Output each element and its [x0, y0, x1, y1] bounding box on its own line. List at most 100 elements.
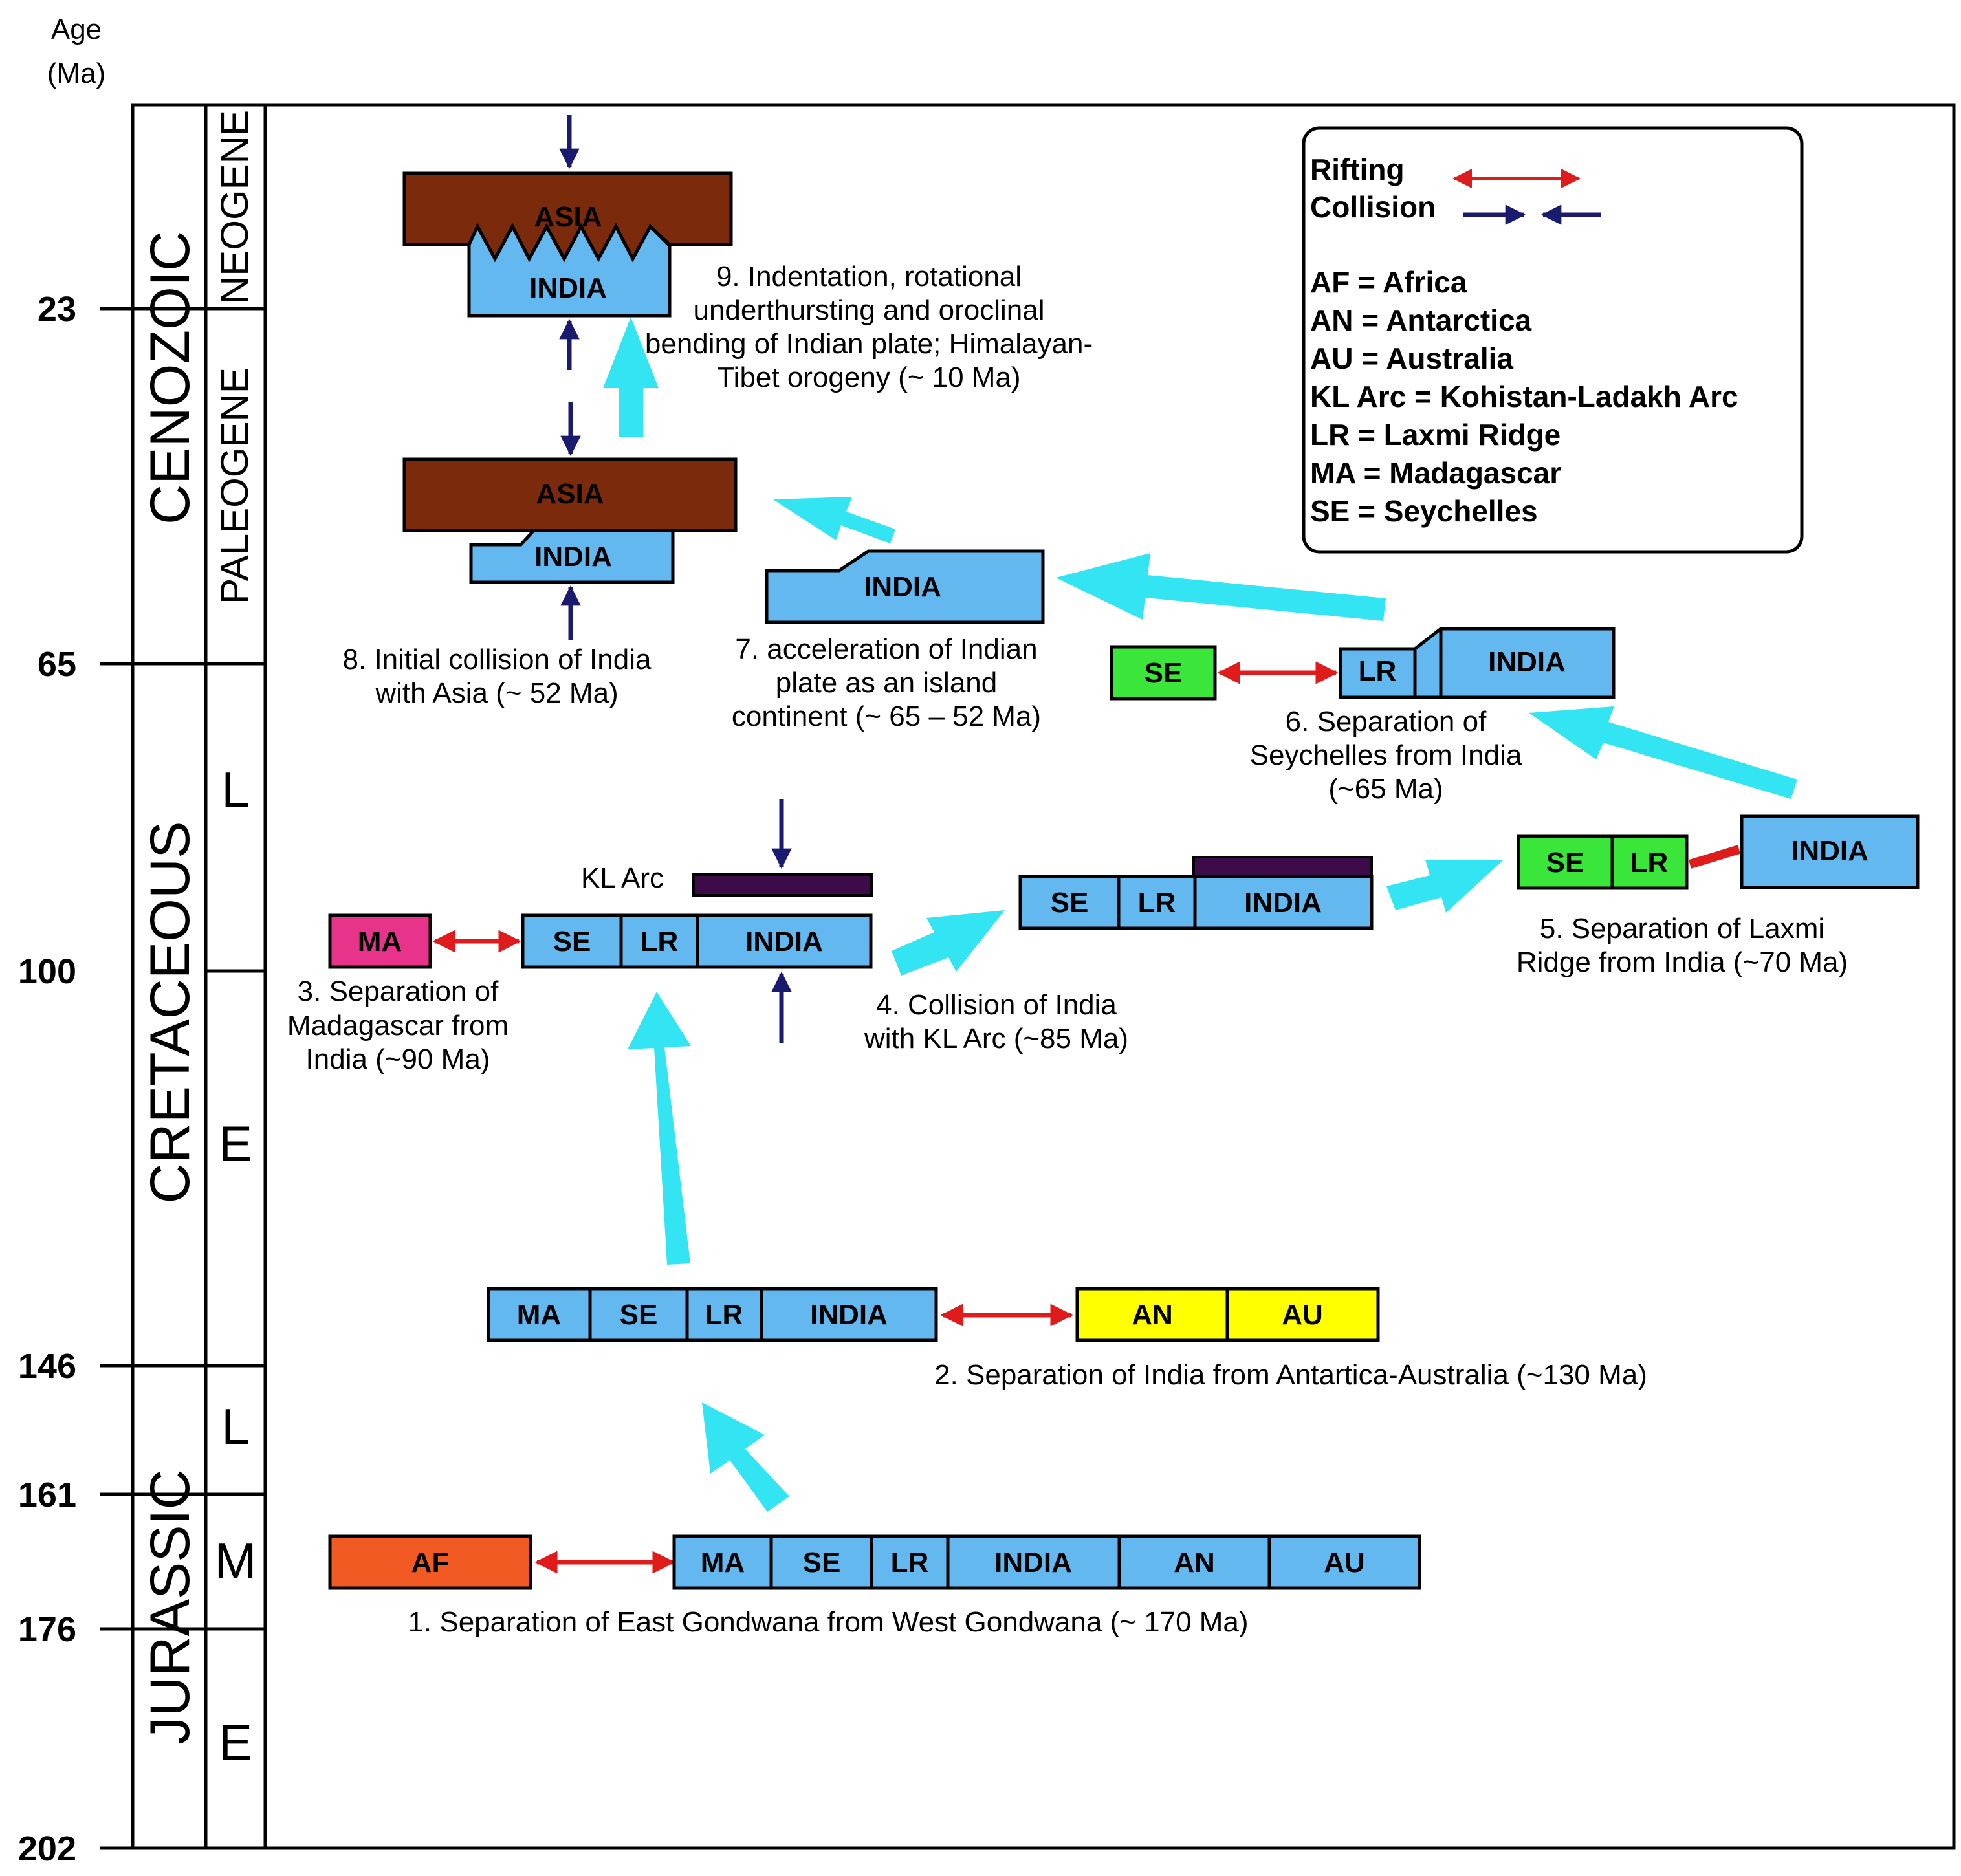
- stage-6: SE LR INDIA 6. Separation of Seychelles …: [1110, 627, 1616, 805]
- block-india: [760, 1287, 938, 1342]
- block-india: [469, 529, 675, 584]
- block-lr: [685, 1287, 763, 1342]
- stage-4: SE LR INDIA 4. Collision of India with K…: [864, 856, 1374, 1054]
- block-label-lr: LR: [1359, 655, 1397, 687]
- block-label-an: AN: [1132, 1299, 1173, 1331]
- stage-2: MA SE LR INDIA AN AU 2. Separation of In…: [487, 1287, 1647, 1391]
- caption-stage-6: 6. Separation of: [1286, 706, 1487, 737]
- caption-stage-8: with Asia (~ 52 Ma): [375, 677, 618, 709]
- block-label-se: SE: [1051, 887, 1089, 919]
- block-label-se: SE: [1546, 847, 1584, 878]
- flow-arrow-6-to-7: [1056, 553, 1386, 621]
- period-paleogene: PALEOGENE: [213, 367, 256, 604]
- block-india: [1193, 875, 1374, 930]
- block-au: [1267, 1534, 1421, 1590]
- flow-arrow-1-to-2: [702, 1402, 789, 1512]
- legend-entry: AU = Australia: [1310, 342, 1513, 375]
- caption-stage-9: 9. Indentation, rotational: [716, 261, 1022, 292]
- caption-stage-3: 3. Separation of: [298, 976, 499, 1007]
- block-label-af: AF: [411, 1547, 450, 1578]
- block-label-se: SE: [553, 926, 591, 957]
- caption-stage-7: plate as an island: [776, 667, 997, 699]
- caption-stage-9: Tibet orogeny (~ 10 Ma): [717, 362, 1020, 393]
- caption-stage-7: continent (~ 65 – 52 Ma): [732, 701, 1041, 732]
- block-se: [1110, 645, 1217, 701]
- block-label-se: SE: [803, 1547, 841, 1578]
- block-lr: [1610, 834, 1689, 890]
- legend-entry: LR = Laxmi Ridge: [1310, 418, 1561, 452]
- block-india: [696, 913, 873, 969]
- age-tick-176: 176: [18, 1610, 76, 1649]
- caption-stage-1: 1. Separation of East Gondwana from West…: [408, 1606, 1248, 1638]
- flow-arrows: [603, 317, 1797, 1512]
- block-au: [1225, 1287, 1380, 1342]
- block-label-lr: LR: [705, 1299, 743, 1331]
- caption-stage-5: Ridge from India (~70 Ma): [1517, 946, 1848, 978]
- caption-stage-6: Seychelles from India: [1250, 739, 1522, 771]
- era-jurassic: JURASSIC: [139, 1469, 201, 1744]
- stage-5: SE LR INDIA 5. Separation of Laxmi Ridge…: [1517, 814, 1920, 978]
- block-label-lr: LR: [891, 1547, 929, 1578]
- block-af: [328, 1534, 532, 1590]
- legend-collision-label: Collision: [1310, 190, 1436, 224]
- block-label-lr: LR: [1630, 847, 1669, 878]
- flow-arrow-5-to-6: [1529, 706, 1797, 799]
- age-tick-161: 161: [18, 1476, 76, 1514]
- stage-3: MA SE LR INDIA 3. Separation of Madagasc…: [287, 799, 873, 1075]
- era-cretaceous: CRETACEOUS: [139, 822, 201, 1204]
- block-ma: [328, 913, 432, 969]
- flow-arrow-3-to-4: [892, 910, 1005, 976]
- flow-arrow-2-to-3: [628, 992, 691, 1265]
- block-label-india: INDIA: [534, 541, 612, 573]
- stage-1: AF MA SE LR INDIA AN AU 1. Separation of…: [328, 1534, 1421, 1638]
- block-india: [1740, 814, 1920, 889]
- block-label-asia: ASIA: [536, 478, 604, 510]
- caption-stage-9: underthursting and oroclinal: [693, 294, 1044, 326]
- block-se: [1517, 834, 1614, 890]
- block-lr: [619, 913, 699, 969]
- block-se: [1018, 875, 1121, 930]
- kl-arc-label: KL Arc: [581, 862, 664, 894]
- age-tick-labels: 23 65 100 146 161 176 202: [18, 290, 76, 1868]
- block-label-au: AU: [1282, 1299, 1323, 1331]
- flow-arrow-7-to-8: [773, 497, 895, 543]
- legend-entry: SE = Seychelles: [1310, 494, 1538, 528]
- caption-stage-8: 8. Initial collision of India: [343, 644, 652, 675]
- caption-stage-9: bending of Indian plate; Himalayan-: [645, 328, 1093, 360]
- legend-entry: AF = Africa: [1310, 265, 1467, 299]
- caption-stage-5: 5. Separation of Laxmi: [1540, 913, 1824, 944]
- legend-entry: AN = Antarctica: [1310, 303, 1532, 337]
- caption-stage-6: (~65 Ma): [1328, 773, 1443, 805]
- block-label-au: AU: [1324, 1547, 1365, 1578]
- block-label-india: INDIA: [1244, 887, 1322, 919]
- block-asia: [402, 171, 733, 263]
- block-lr: [1117, 875, 1197, 930]
- caption-stage-2: 2. Separation of India from Antartica-Au…: [934, 1359, 1647, 1391]
- block-label-india: INDIA: [1791, 835, 1868, 867]
- axis-title-unit: (Ma): [47, 58, 105, 89]
- block-se: [769, 1534, 873, 1590]
- caption-stage-4: 4. Collision of India: [876, 989, 1117, 1021]
- block-an: [1117, 1534, 1271, 1590]
- block-label-india: INDIA: [994, 1547, 1072, 1578]
- legend-entry: KL Arc = Kohistan-Ladakh Arc: [1310, 380, 1738, 413]
- block-label-ma: MA: [358, 926, 402, 957]
- block-label-ma: MA: [517, 1299, 561, 1331]
- subdivision-early-cretaceous: E: [219, 1115, 252, 1172]
- block-asia: [402, 457, 738, 532]
- subdivision-late-cretaceous: L: [221, 761, 249, 818]
- block-label-se: SE: [620, 1299, 658, 1331]
- axis-title-age: Age: [51, 14, 102, 45]
- subdivision-early-jurassic: E: [219, 1714, 252, 1771]
- caption-stage-7: 7. acceleration of Indian: [735, 633, 1037, 665]
- block-kl-arc: [692, 873, 873, 897]
- age-tick-100: 100: [18, 952, 76, 991]
- block-label-india: INDIA: [810, 1299, 888, 1331]
- block-label-india: INDIA: [864, 571, 941, 603]
- legend: Rifting Collision AF = Africa AN = Antar…: [1302, 126, 1804, 554]
- block-label-asia: ASIA: [534, 201, 602, 233]
- flow-arrow-4-to-5: [1386, 860, 1503, 913]
- subdivision-middle-jurassic: M: [215, 1532, 257, 1589]
- block-label-india: INDIA: [529, 272, 607, 304]
- age-tick-146: 146: [18, 1347, 76, 1386]
